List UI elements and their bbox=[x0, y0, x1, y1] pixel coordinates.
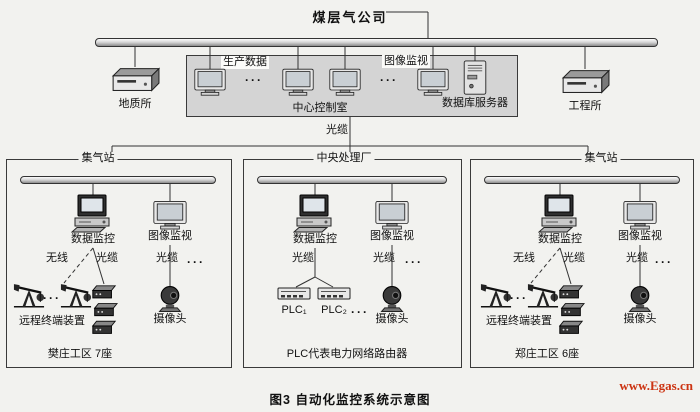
ellipsis-dots: ··· bbox=[405, 255, 423, 269]
pump-jack-icon bbox=[60, 282, 92, 308]
crt-monitor-icon bbox=[623, 200, 657, 230]
ellipsis-dots: ··· bbox=[510, 291, 528, 305]
production-data-label: 生产数据 bbox=[221, 56, 269, 69]
desktop-computer-icon bbox=[293, 194, 332, 233]
crt-monitor-icon bbox=[329, 68, 361, 96]
camera-label: 摄像头 bbox=[375, 313, 409, 325]
station-footer: 樊庄工区 7座 bbox=[47, 348, 113, 360]
geology-site-device-icon bbox=[112, 68, 160, 91]
rtu-stack-icon bbox=[92, 285, 118, 334]
cable-link-label: 光缆 bbox=[563, 252, 585, 264]
camera-icon bbox=[159, 286, 181, 312]
camera-label: 摄像头 bbox=[623, 313, 657, 325]
ellipsis-dots: ··· bbox=[43, 291, 61, 305]
image-monitor-label: 图像监视 bbox=[370, 230, 414, 242]
database-server-icon bbox=[463, 60, 487, 95]
station-left-bus-pipe bbox=[20, 176, 216, 184]
desktop-computer-icon bbox=[71, 194, 110, 233]
wireless-link-label: 无线 bbox=[46, 252, 68, 264]
control-image-monitor-label: 图像监视 bbox=[382, 55, 430, 68]
backbone-downlink-cable-label: 光缆 bbox=[326, 124, 348, 136]
pump-jack-icon bbox=[13, 282, 45, 308]
plc2-label: PLC₂ bbox=[321, 304, 347, 316]
control-room-label: 中心控制室 bbox=[292, 102, 348, 114]
image-monitor-label: 图像监视 bbox=[618, 230, 662, 242]
ellipsis-dots: ··· bbox=[351, 305, 369, 319]
wireless-link-label: 无线 bbox=[513, 252, 535, 264]
ellipsis-dots: ··· bbox=[380, 73, 398, 87]
station-name: 中央处理厂 bbox=[313, 152, 375, 165]
ellipsis-dots: ··· bbox=[245, 73, 263, 87]
station-name: 集气站 bbox=[78, 152, 118, 165]
station-footer: PLC代表电力网络路由器 bbox=[286, 348, 408, 360]
crt-monitor-icon bbox=[153, 200, 187, 230]
camera-icon bbox=[629, 286, 651, 312]
ellipsis-dots: ··· bbox=[187, 255, 205, 269]
camera-cable-label: 光缆 bbox=[373, 252, 395, 264]
engineering-site-label: 工程所 bbox=[568, 100, 602, 112]
ellipsis-dots: ··· bbox=[655, 255, 673, 269]
camera-icon bbox=[381, 286, 403, 312]
rtu-stack-icon bbox=[559, 285, 585, 334]
crt-monitor-icon bbox=[375, 200, 409, 230]
plc-router-icon bbox=[317, 287, 351, 300]
rtu-label: 远程终端装置 bbox=[19, 315, 85, 327]
data-monitor-label: 数据监控 bbox=[71, 233, 115, 245]
geology-site-label: 地质所 bbox=[118, 98, 152, 110]
station-footer: 郑庄工区 6座 bbox=[514, 348, 580, 360]
pump-jack-icon bbox=[527, 282, 559, 308]
station-name: 集气站 bbox=[581, 152, 621, 165]
camera-label: 摄像头 bbox=[153, 313, 187, 325]
data-monitor-label: 数据监控 bbox=[538, 233, 582, 245]
crt-monitor-icon bbox=[417, 68, 449, 96]
data-monitor-label: 数据监控 bbox=[293, 233, 337, 245]
station-box-left bbox=[6, 159, 232, 368]
pump-jack-icon bbox=[480, 282, 512, 308]
crt-monitor-icon bbox=[194, 68, 226, 96]
image-monitor-label: 图像监视 bbox=[148, 230, 192, 242]
figure-caption: 图3 自动化监控系统示意图 bbox=[269, 393, 431, 407]
camera-cable-label: 光缆 bbox=[156, 252, 178, 264]
cable-link-label: 光缆 bbox=[96, 252, 118, 264]
cable-link-label: 光缆 bbox=[292, 252, 314, 264]
engineering-site-device-icon bbox=[562, 70, 610, 93]
rtu-label: 远程终端装置 bbox=[486, 315, 552, 327]
company-title: 煤层气公司 bbox=[312, 10, 388, 25]
crt-monitor-icon bbox=[282, 68, 314, 96]
plc-router-icon bbox=[277, 287, 311, 300]
station-right-bus-pipe bbox=[484, 176, 680, 184]
database-server-label: 数据库服务器 bbox=[442, 97, 508, 109]
watermark: www.Egas.cn bbox=[619, 378, 693, 393]
camera-cable-label: 光缆 bbox=[626, 252, 648, 264]
station-middle-bus-pipe bbox=[257, 176, 447, 184]
plc1-label: PLC₁ bbox=[281, 304, 307, 316]
backbone-bus-pipe bbox=[95, 38, 658, 47]
desktop-computer-icon bbox=[538, 194, 577, 233]
